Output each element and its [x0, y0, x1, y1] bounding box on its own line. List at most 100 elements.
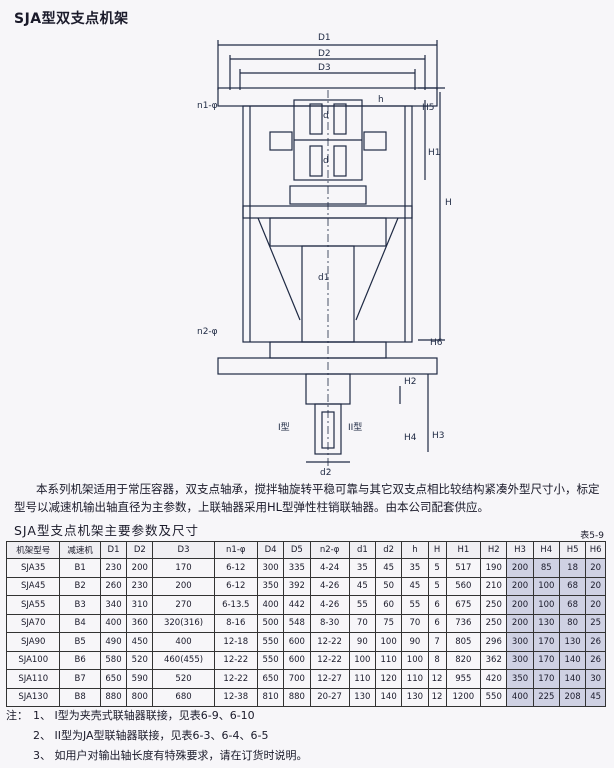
col-header: n2-φ	[309, 541, 350, 559]
col-header: d1	[348, 541, 376, 559]
table-cell: SJA90	[5, 632, 61, 652]
table-cell: 55	[401, 595, 429, 615]
table-cell: 140	[558, 669, 587, 689]
table-cell: 100	[374, 632, 403, 652]
table-cell: 18	[558, 558, 587, 578]
label-h: h	[378, 95, 384, 105]
table-cell: 392	[283, 576, 311, 596]
table-cell: 100	[348, 650, 376, 670]
table-cell: 45	[348, 576, 376, 596]
label-n1: n1-φ	[197, 101, 218, 111]
table-cell: B8	[59, 687, 101, 707]
table-cell: 805	[445, 632, 482, 652]
col-header: H3	[506, 541, 534, 559]
table-cell: 26	[585, 650, 606, 670]
table-cell: 550	[256, 632, 285, 652]
table-cell: 320(316)	[152, 613, 215, 633]
table-cell: 400	[506, 687, 534, 707]
table-cell: SJA55	[5, 595, 61, 615]
table-cell: SJA100	[5, 650, 61, 670]
table-cell: SJA35	[5, 558, 61, 578]
table-cell: 520	[126, 650, 154, 670]
table-cell: 68	[558, 576, 587, 596]
table-cell: 6-13.5	[213, 595, 258, 615]
table-cell: 548	[283, 613, 311, 633]
table-cell: SJA130	[5, 687, 61, 707]
table-cell: 6	[427, 595, 447, 615]
table-cell: 400	[256, 595, 285, 615]
col-header: H1	[445, 541, 482, 559]
table-cell: 6	[427, 613, 447, 633]
table-cell: 517	[445, 558, 482, 578]
table-cell: 140	[558, 650, 587, 670]
table-cell: 1200	[445, 687, 482, 707]
table-cell: 170	[532, 632, 560, 652]
label-type-i: I型	[278, 422, 290, 433]
table-cell: 12-22	[213, 669, 258, 689]
notes: 注：1、 I型为夹壳式联轴器联接，见表6-9、6-10 2、 II型为JA型联轴…	[6, 706, 308, 766]
col-header: D3	[152, 541, 215, 559]
table-cell: 20	[585, 576, 606, 596]
table-cell: 260	[99, 576, 128, 596]
table-cell: 350	[256, 576, 285, 596]
table-cell: 12-27	[309, 669, 350, 689]
table-cell: 736	[445, 613, 482, 633]
table-cell: 200	[506, 558, 534, 578]
table-cell: 12-22	[309, 632, 350, 652]
table-cell: 200	[126, 558, 154, 578]
table-cell: B4	[59, 613, 101, 633]
table-cell: 90	[401, 632, 429, 652]
label-d-top: d	[323, 111, 329, 121]
table-cell: 335	[283, 558, 311, 578]
table-cell: 170	[532, 669, 560, 689]
table-cell: SJA70	[5, 613, 61, 633]
table-cell: 8-16	[213, 613, 258, 633]
table-cell: 55	[348, 595, 376, 615]
table-cell: 400	[99, 613, 128, 633]
table-cell: SJA45	[5, 576, 61, 596]
top-flange	[217, 87, 438, 107]
table-cell: B3	[59, 595, 101, 615]
table-cell: 420	[480, 669, 508, 689]
table-cell: 12-22	[213, 650, 258, 670]
table-cell: 100	[532, 576, 560, 596]
table-cell: 300	[256, 558, 285, 578]
table-cell: SJA110	[5, 669, 61, 689]
label-d2-shaft: d2	[320, 468, 331, 475]
label-H4: H4	[404, 433, 417, 443]
table-cell: 200	[152, 576, 215, 596]
table-cell: B7	[59, 669, 101, 689]
table-cell: 810	[256, 687, 285, 707]
table-cell: 5	[427, 576, 447, 596]
col-header: H	[427, 541, 447, 559]
table-title: SJA型支点机架主要参数及尺寸	[14, 523, 199, 538]
label-H6: H6	[430, 338, 443, 348]
col-header: H4	[532, 541, 560, 559]
table-cell: 50	[374, 576, 403, 596]
table-cell: 90	[348, 632, 376, 652]
table-cell: 580	[99, 650, 128, 670]
table-cell: 296	[480, 632, 508, 652]
table-cell: 68	[558, 595, 587, 615]
col-header: D2	[126, 541, 154, 559]
parameter-table: 机架型号 减速机 D1 D2 D3 n1-φ D4 D5 n2-φ d1 d2 …	[5, 541, 606, 707]
col-header: D5	[283, 541, 311, 559]
description: 本系列机架适用于常压容器，双支点轴承，搅拌轴旋转平稳可靠与其它双支点相比较结构紧…	[14, 482, 600, 514]
table-cell: 35	[348, 558, 376, 578]
table-cell: 490	[99, 632, 128, 652]
table-cell: 5	[427, 558, 447, 578]
table-cell: 340	[99, 595, 128, 615]
table-cell: 4-24	[309, 558, 350, 578]
frame-body	[242, 105, 413, 343]
label-H: H	[445, 198, 452, 208]
col-header: H6	[585, 541, 606, 559]
table-cell: 460(455)	[152, 650, 215, 670]
table-cell: 8	[427, 650, 447, 670]
table-cell: 12-22	[309, 650, 350, 670]
table-header-row: 机架型号 减速机 D1 D2 D3 n1-φ D4 D5 n2-φ d1 d2 …	[5, 541, 606, 559]
table-cell: 250	[480, 595, 508, 615]
